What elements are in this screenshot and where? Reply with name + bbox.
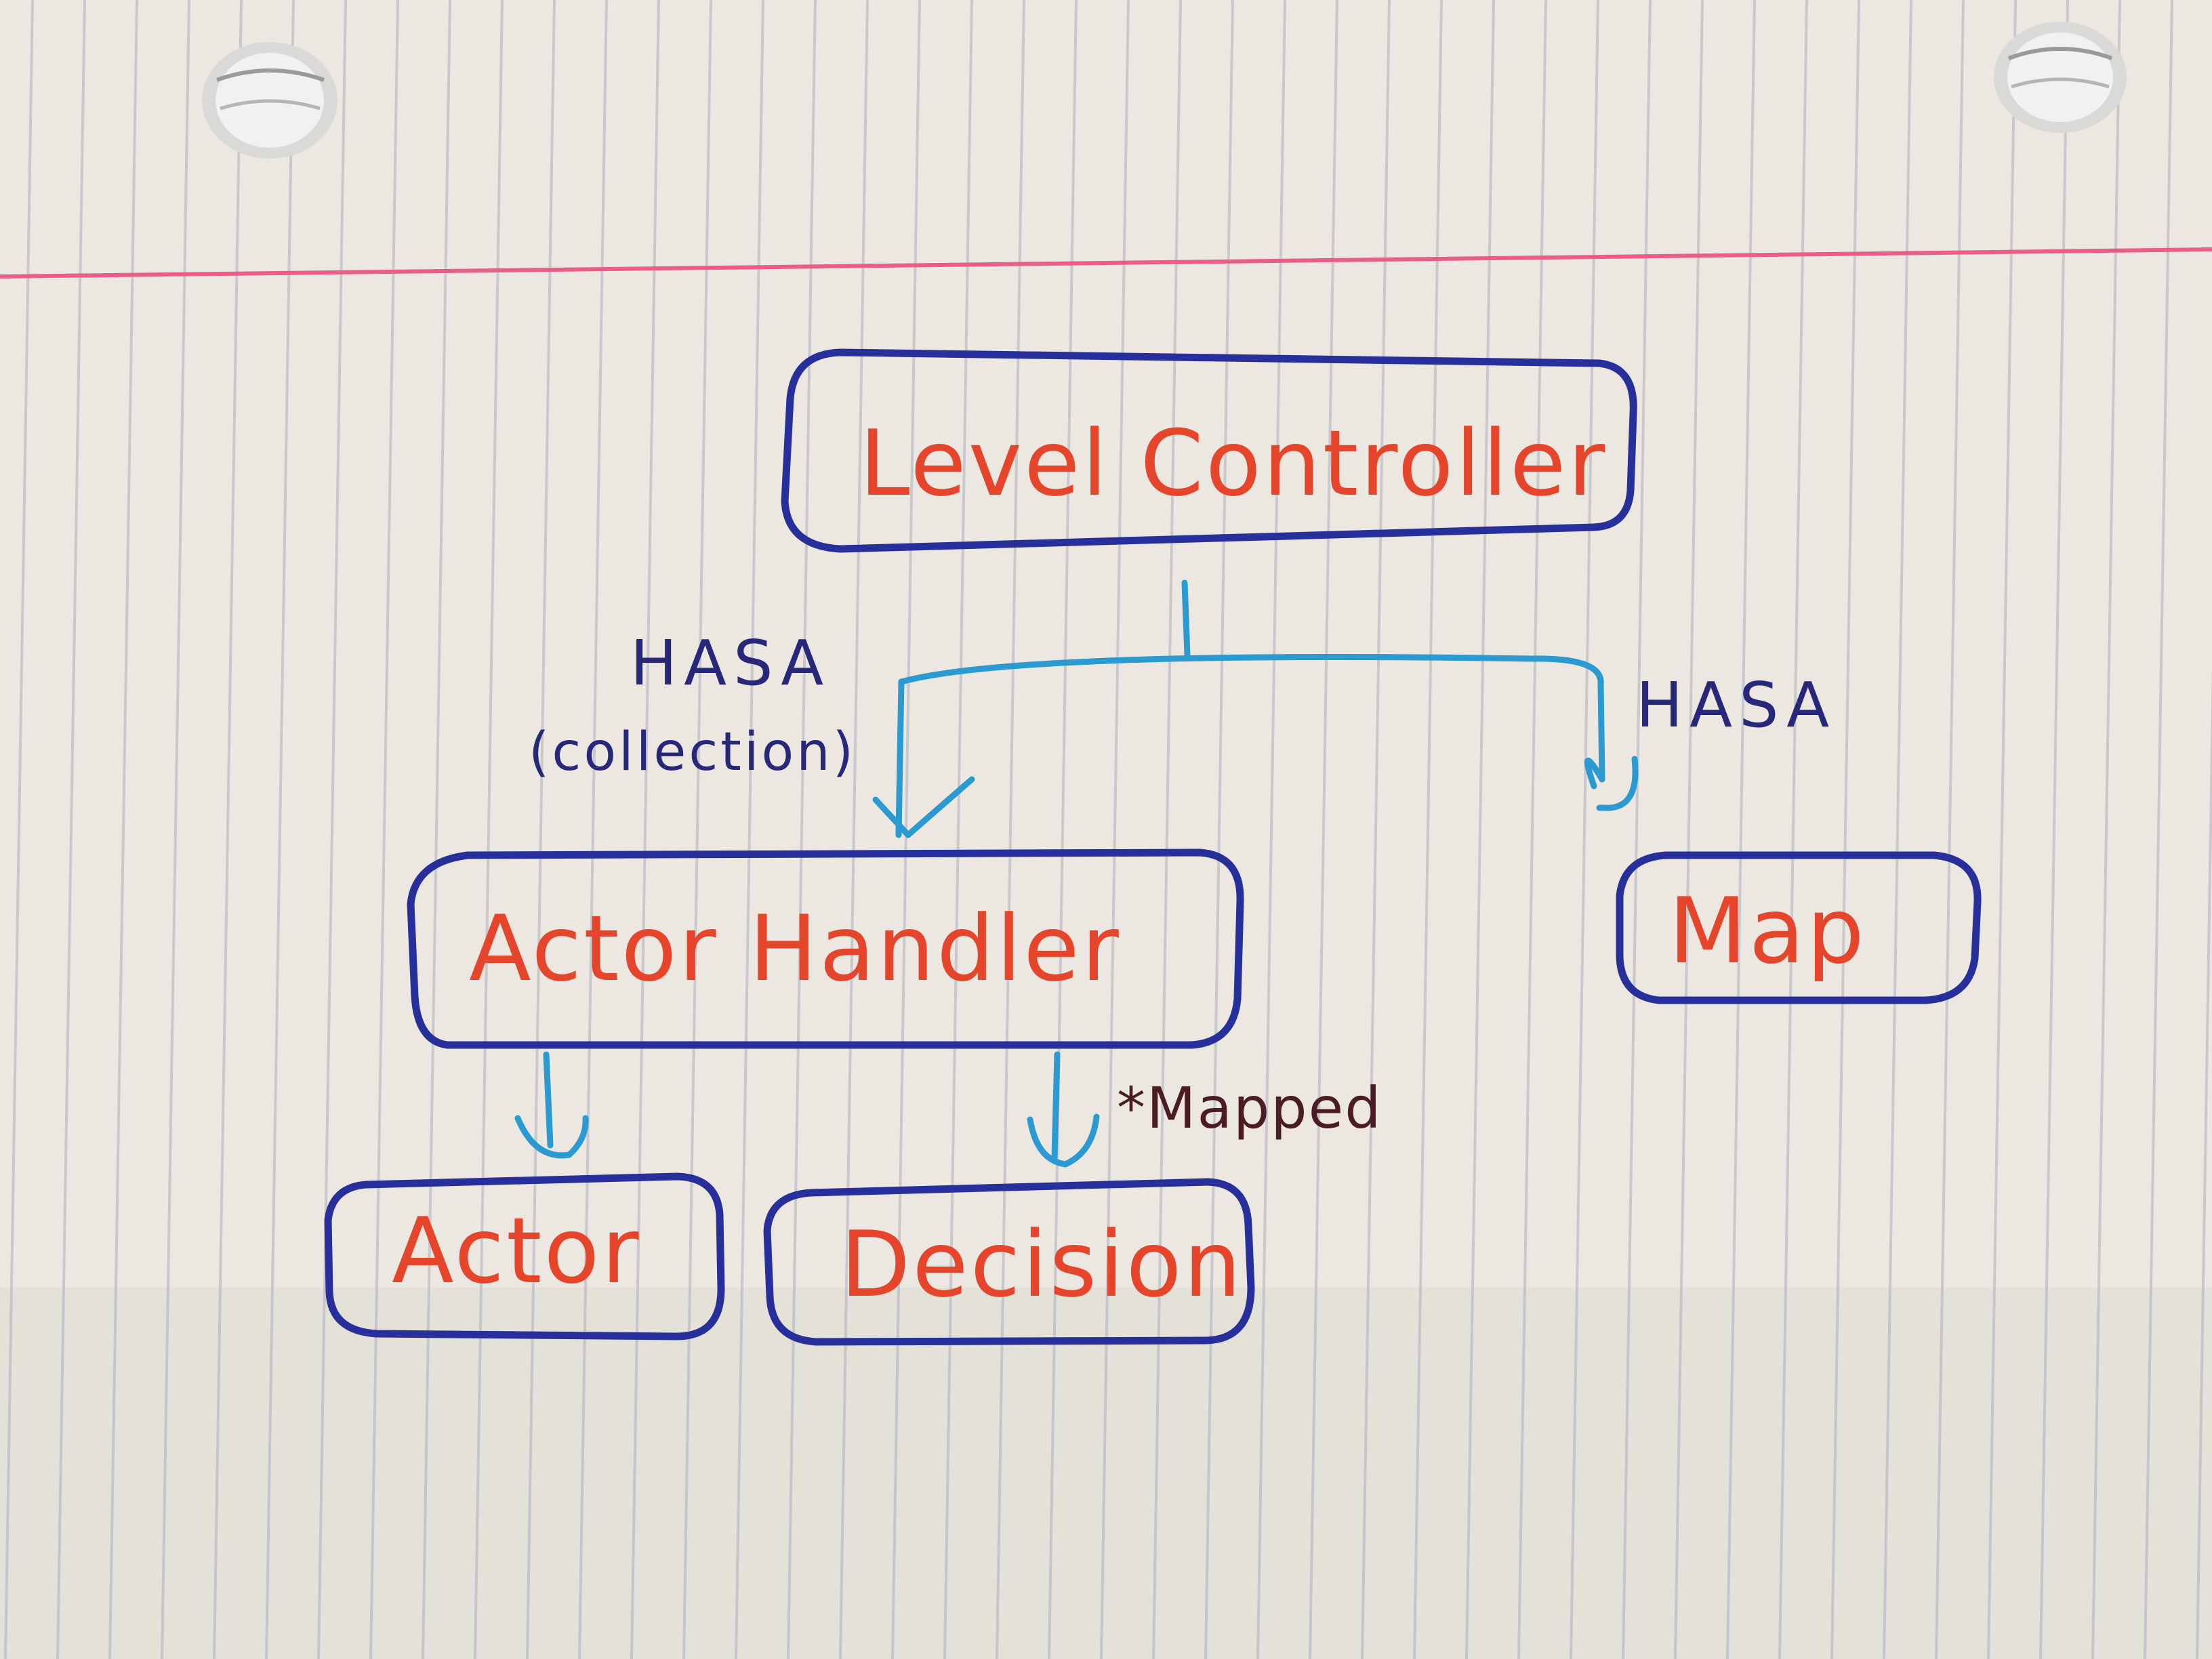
ruled-line [1100, 0, 1130, 1659]
ruled-line [1361, 0, 1391, 1659]
decision-label: Decision [840, 1212, 1243, 1317]
ruled-line [1517, 0, 1547, 1659]
decision-box [763, 1178, 1255, 1346]
map-label: Map [1668, 878, 1866, 984]
hasa-label-map: HASA [1636, 669, 1836, 741]
actor-handler-box [407, 848, 1244, 1049]
ruled-line [1674, 0, 1704, 1659]
ruled-line [1622, 0, 1652, 1659]
actor-box [324, 1172, 725, 1340]
ruled-line [2144, 0, 2173, 1659]
arrow-to-decision [1027, 1051, 1100, 1168]
ruled-line [1830, 0, 1860, 1659]
ruled-line [1726, 0, 1756, 1659]
arrow-to-map [1584, 681, 1639, 811]
ruled-line [682, 0, 712, 1659]
ruled-line [317, 0, 347, 1659]
mapped-annotation: *Mapped [1117, 1075, 1382, 1141]
ruled-line [422, 0, 451, 1659]
actor-label: Actor [392, 1198, 641, 1304]
binder-hole-left [202, 42, 337, 159]
ruled-line [1987, 0, 2017, 1659]
ruled-line [1935, 0, 1965, 1659]
ruled-line [943, 0, 973, 1659]
ruled-line [474, 0, 504, 1659]
ruled-line [2039, 0, 2069, 1659]
arrow-to-actor [514, 1051, 589, 1159]
ruled-line [2196, 663, 2212, 1659]
ruled-line [839, 0, 869, 1659]
ruled-line [265, 0, 295, 1659]
ruled-line [1465, 0, 1495, 1659]
ruled-line [213, 0, 243, 1659]
ruled-line [1883, 0, 1912, 1659]
ruled-line [1778, 0, 1808, 1659]
connector-trunk [898, 579, 1604, 688]
ruled-line [1204, 0, 1234, 1659]
ruled-line [526, 0, 556, 1659]
ruled-line [735, 0, 764, 1659]
ruled-line [578, 0, 608, 1659]
ruled-line [630, 0, 660, 1659]
level-controller-label: Level Controller [859, 411, 1607, 516]
level-controller-box [781, 348, 1637, 553]
map-box [1616, 851, 1982, 1004]
ruled-line [787, 0, 817, 1659]
ruled-line [161, 0, 190, 1659]
ruled-line [2091, 0, 2121, 1659]
hasa-label-actor-handler: HASA [630, 627, 830, 699]
ruled-line [1570, 0, 1599, 1659]
actor-handler-label: Actor Handler [469, 896, 1121, 1002]
ruled-line [1256, 0, 1286, 1659]
ruled-line [1309, 0, 1338, 1659]
ruled-line [1048, 0, 1078, 1659]
ruled-line [369, 0, 399, 1659]
ruled-line [1152, 0, 1182, 1659]
arrow-to-actor-handler [872, 678, 975, 838]
ruled-lines [4, 0, 2212, 1659]
margin-line [0, 247, 2212, 279]
ruled-line [996, 0, 1025, 1659]
ruled-line [1413, 0, 1443, 1659]
collection-note: (collection) [529, 722, 856, 783]
binder-hole-right [1994, 22, 2127, 133]
